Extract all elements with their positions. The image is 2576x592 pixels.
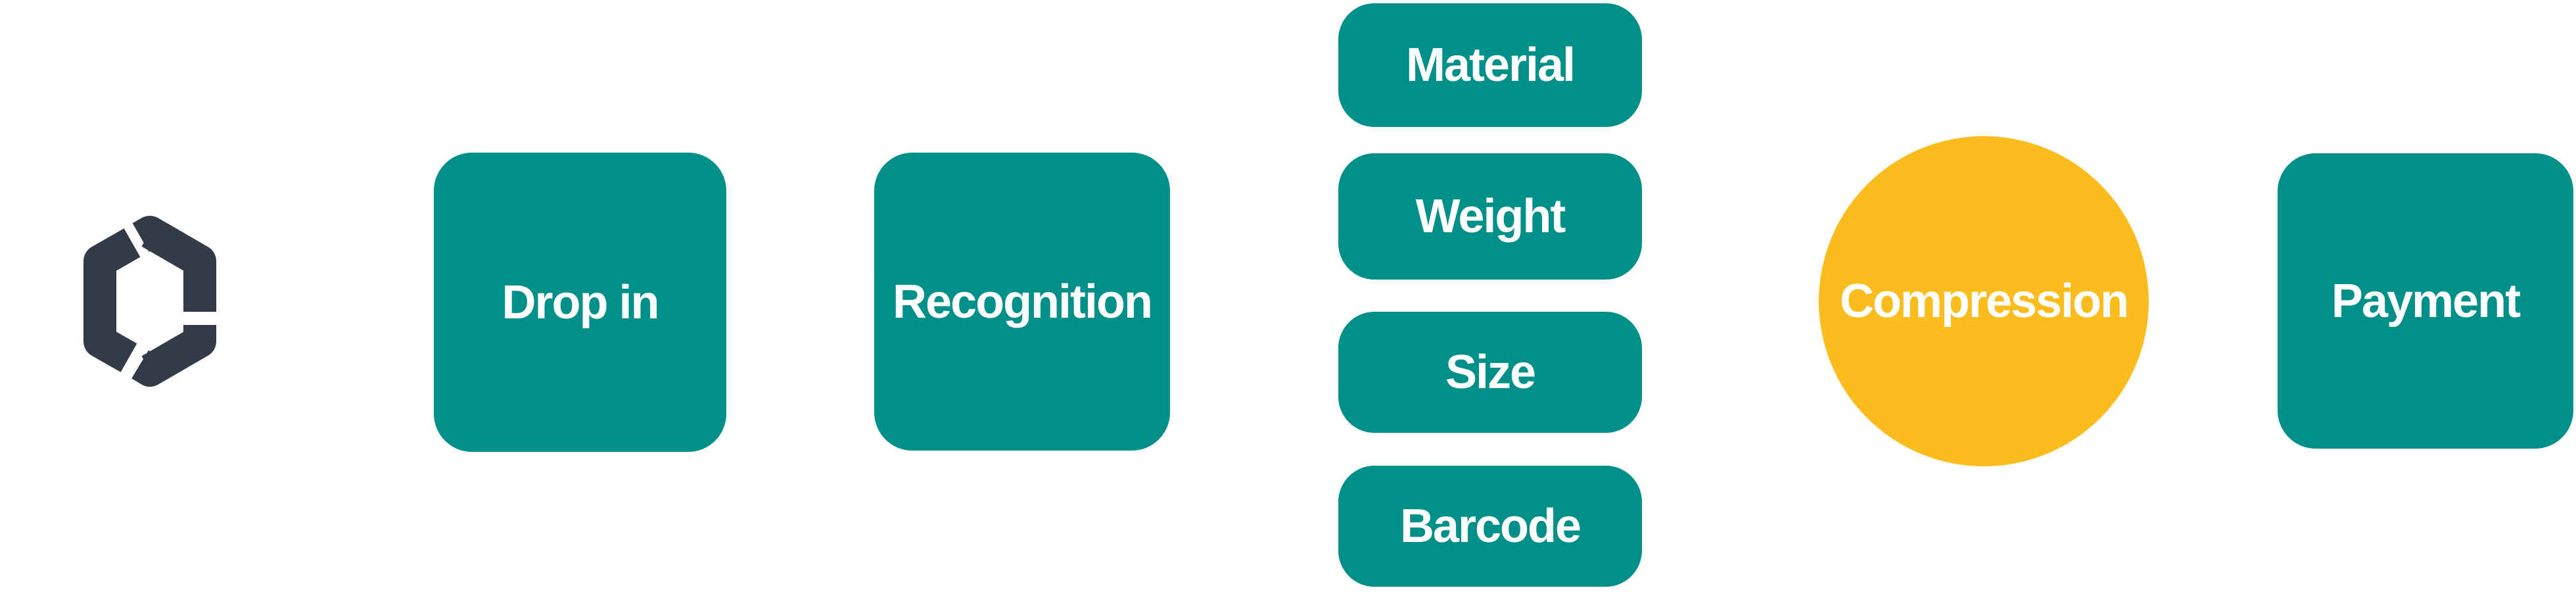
logo-top-stroke bbox=[132, 216, 216, 312]
step-payment-label: Payment bbox=[2331, 274, 2521, 328]
brand-logo-icon bbox=[83, 216, 216, 387]
attribute-weight: Weight bbox=[1338, 153, 1642, 280]
attribute-material: Material bbox=[1338, 3, 1642, 127]
attribute-barcode: Barcode bbox=[1338, 466, 1642, 587]
step-compression: Compression bbox=[1819, 136, 2149, 466]
attribute-barcode-label: Barcode bbox=[1399, 500, 1581, 553]
logo-bottom-stroke bbox=[131, 325, 216, 387]
logo-left-stroke bbox=[83, 228, 141, 372]
step-drop-in: Drop in bbox=[434, 153, 726, 452]
step-recognition-label: Recognition bbox=[893, 275, 1153, 328]
attribute-size: Size bbox=[1338, 312, 1642, 433]
step-drop-in-label: Drop in bbox=[502, 276, 660, 329]
step-payment: Payment bbox=[2278, 153, 2573, 449]
attribute-weight-label: Weight bbox=[1415, 190, 1566, 243]
step-compression-label: Compression bbox=[1839, 275, 2129, 328]
step-recognition: Recognition bbox=[874, 153, 1170, 451]
attribute-material-label: Material bbox=[1405, 39, 1576, 91]
attribute-size-label: Size bbox=[1445, 346, 1536, 399]
